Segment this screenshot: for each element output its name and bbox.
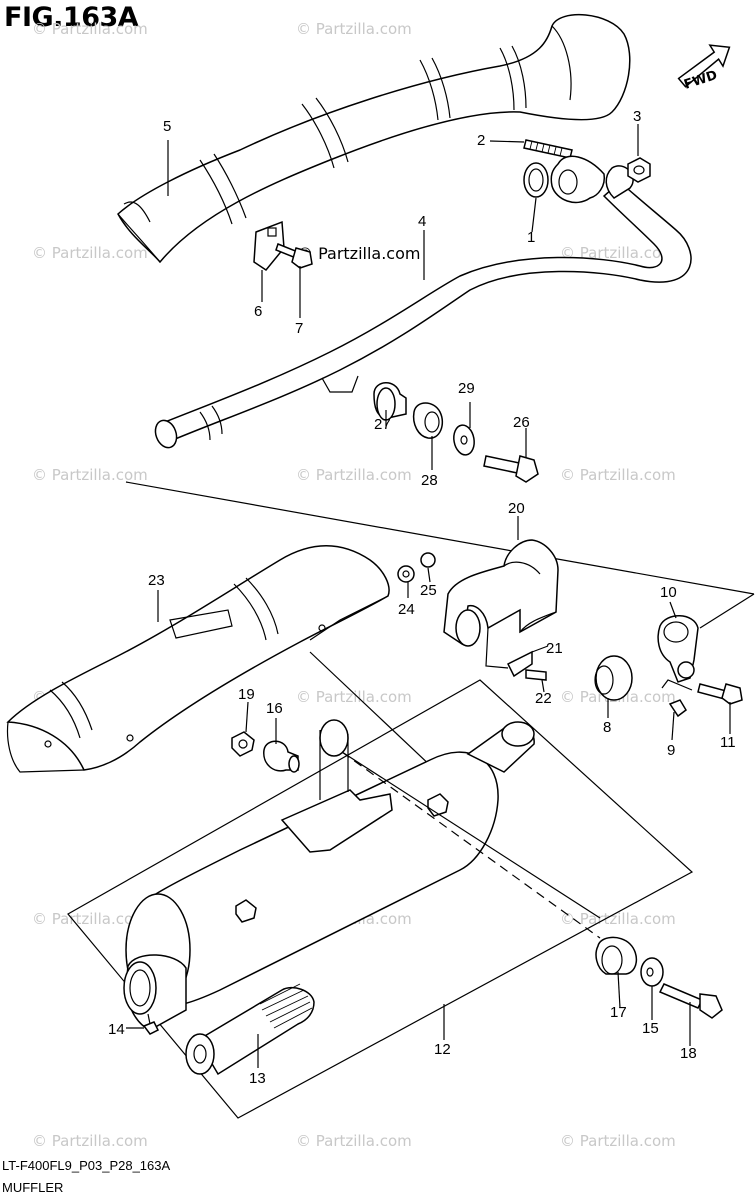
part-number: 7	[295, 320, 304, 337]
part-number: 9	[667, 742, 676, 759]
watermark: © Partzilla.com	[560, 910, 676, 928]
part-number: 21	[546, 640, 563, 657]
bracket-and-bolt	[253, 220, 313, 272]
watermark: © Partzilla.com	[32, 466, 148, 484]
figure-title: FIG.163A	[4, 2, 139, 33]
part-number: 16	[266, 700, 283, 717]
watermark: © Partzilla.com	[32, 244, 148, 262]
part-number: 23	[148, 572, 165, 589]
part-number: 19	[238, 686, 255, 703]
part-number: 11	[720, 734, 736, 751]
part-number: 18	[680, 1045, 697, 1062]
part-number: 13	[249, 1070, 266, 1087]
part-number: 14	[108, 1021, 125, 1038]
watermark: © Partzilla.com	[560, 244, 676, 262]
muffler-group-outline	[67, 679, 694, 1119]
part-number: 29	[458, 380, 475, 397]
part-number: 26	[513, 414, 530, 431]
washers	[397, 552, 436, 583]
part-number: 17	[610, 1004, 627, 1021]
part-number: 24	[398, 601, 415, 618]
heat-shield-lower	[6, 545, 453, 787]
forward-arrow-icon: FWD	[677, 44, 731, 93]
part-number: 28	[421, 472, 438, 489]
part-number: 3	[633, 108, 642, 125]
part-number: 27	[374, 416, 391, 433]
part-number: 10	[660, 584, 677, 601]
watermark: © Partzilla.com	[560, 466, 676, 484]
watermark: © Partzilla.com	[32, 910, 148, 928]
pipe-joint-hardware	[523, 139, 651, 204]
part-number: 6	[254, 303, 263, 320]
muffler	[123, 719, 601, 1031]
rear-exhaust-section	[443, 539, 559, 647]
exhaust-pipe	[154, 165, 692, 449]
watermark-center: © Partzilla.com	[297, 244, 421, 263]
watermark: © Partzilla.com	[32, 20, 148, 38]
part-number: 20	[508, 500, 525, 517]
watermark: © Partzilla.com	[296, 466, 412, 484]
part-number: 12	[434, 1041, 451, 1058]
figure-code: LT-F400FL9_P03_P28_163A	[2, 1158, 171, 1173]
part-number: 25	[420, 582, 437, 599]
leader-lines	[126, 124, 731, 1068]
screw	[142, 1021, 160, 1035]
spacer	[595, 655, 633, 701]
part-number: 8	[603, 719, 612, 736]
heat-shield-upper	[117, 13, 631, 264]
part-number: 5	[163, 118, 172, 135]
mount-hardware-upper	[373, 382, 539, 483]
spark-arrester	[185, 983, 315, 1076]
part-number: 22	[535, 690, 552, 707]
part-number: 1	[527, 229, 536, 246]
mount-hardware-lower	[231, 731, 300, 773]
small-bracket	[485, 627, 547, 681]
part-number: 2	[477, 132, 486, 149]
part-number: 15	[642, 1020, 659, 1037]
watermark: © Partzilla.com	[32, 1132, 148, 1150]
part-number: 4	[418, 213, 427, 230]
watermark: © Partzilla.com	[560, 1132, 676, 1150]
section-name: MUFFLER	[2, 1180, 64, 1195]
watermark: © Partzilla.com	[296, 1132, 412, 1150]
watermark: © Partzilla.com	[296, 20, 412, 38]
watermark: © Partzilla.com	[296, 688, 412, 706]
pipe-clamp	[657, 615, 743, 718]
